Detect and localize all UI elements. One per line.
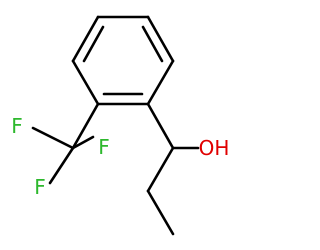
ring-bond	[146, 15, 175, 63]
hydroxyl-label: OH	[199, 136, 230, 160]
c-c-bond	[146, 189, 175, 236]
fluorine-label-3: F	[98, 135, 110, 159]
c-f-bond	[71, 135, 95, 150]
ring-double-bond	[141, 25, 164, 63]
hydroxypropyl-chain: OH	[146, 102, 230, 236]
ring-bond	[146, 59, 175, 106]
c-c-bond	[146, 146, 175, 193]
fluorine-label-2: F	[34, 175, 46, 199]
c-f-bond	[31, 126, 75, 150]
ring-double-bond	[82, 25, 105, 63]
fluorine-label-1: F	[11, 114, 23, 138]
ring-bond	[71, 15, 100, 63]
structure-diagram: F F F OH	[11, 15, 230, 236]
benzene-ring	[71, 15, 175, 106]
c-f-bond	[48, 146, 75, 185]
ring-to-carbinol-bond	[146, 102, 175, 150]
ring-bond	[71, 59, 100, 106]
trifluoromethyl-group: F F F	[11, 102, 110, 199]
ring-to-cf3-bond	[71, 102, 100, 150]
